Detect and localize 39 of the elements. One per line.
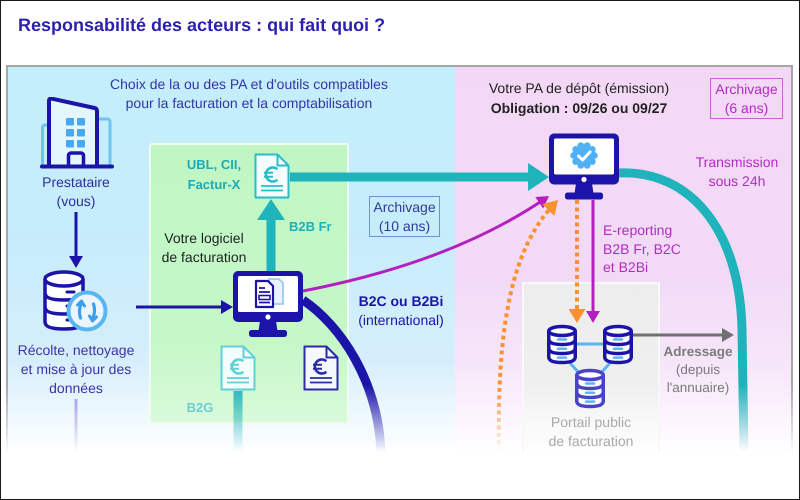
computer-check-icon [549,133,619,200]
archive-label: Archivage (10 ans) [372,198,437,236]
software-panel [149,143,349,424]
connector-line [74,399,78,452]
deadline-label: Obligation : 09/26 ou 09/27 [490,98,668,118]
portal-label: Portail public de facturation [548,413,634,451]
edge-label: E-reporting B2B Fr, B2C et B2Bi [603,221,682,276]
edge-label: B2C ou B2Bi (international) [357,292,445,330]
arrow [633,328,734,342]
portal-panel [522,282,660,452]
responsibility-zone [6,65,455,453]
computer-document-icon [233,271,303,337]
responsibility-zone [455,65,793,453]
connector-line [234,391,242,452]
software-label: Votre logiciel de facturation [160,228,248,266]
dotted-arrow [496,200,558,452]
task-label: Récolte, nettoyage et mise à jour des données [16,341,136,398]
arrow [302,196,550,292]
edge-label: Transmission sous 24h [694,152,780,190]
arrow [257,199,285,271]
invoice-document-icon [220,345,256,391]
diagram-title: Responsabilité des acteurs : qui fait quoi ? [18,14,386,36]
zone-heading: Choix de la ou des PA et d'outils compatibles pour la facturation et la comptabilisation [109,74,389,112]
edge-label: B2G [186,399,214,417]
edge-label: B2B Fr [289,218,333,236]
connector-line [618,168,748,452]
archive-label: Archivage (6 ans) [714,80,779,118]
dotted-arrow [568,200,586,323]
arrow [290,163,550,191]
arrow [586,200,600,323]
database-cluster-icon [547,323,633,409]
edge-label: Adressage (depuis l'annuaire) [662,343,734,397]
format-label: UBL, CII, Factur-X [186,156,242,194]
actor-label: Prestataire (vous) [41,173,111,211]
invoice-document-icon [254,153,290,199]
connector-line [300,296,386,452]
arrow [69,212,83,268]
arrow [136,300,233,314]
zone-heading: Votre PA de dépôt (émission) [488,78,670,98]
